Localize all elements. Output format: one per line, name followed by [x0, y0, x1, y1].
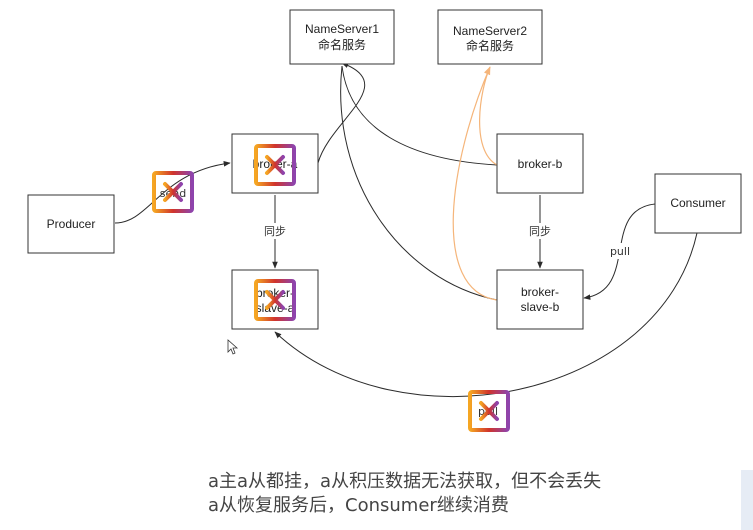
broker-slave-a-line2: slave-a — [256, 301, 295, 315]
caption-line-1: a主a从都挂，a从积压数据无法获取，但不会丢失 — [208, 471, 602, 492]
broker-slave-b-line2: slave-b — [521, 300, 560, 314]
consumer-label: Consumer — [670, 196, 725, 210]
node-broker-b: broker-b — [496, 133, 584, 194]
edge-broker-b-nameserver1 — [341, 65, 498, 166]
edge-slave-b-nameserver1 — [340, 65, 498, 301]
nameserver1-subtitle: 命名服务 — [318, 37, 366, 52]
x-mark-icon — [152, 171, 194, 213]
edge-slave-b-nameserver2 — [452, 66, 498, 301]
x-mark-icon — [468, 390, 510, 432]
pull-b-label: pull — [610, 245, 630, 258]
caption-line-2: a从恢复服务后，Consumer继续消费 — [208, 495, 509, 516]
node-consumer: Consumer — [654, 173, 742, 234]
side-thumbnail-strip — [741, 470, 753, 530]
nameserver1-title: NameServer1 — [305, 22, 379, 36]
x-mark-icon — [254, 144, 296, 186]
nameserver2-subtitle: 命名服务 — [466, 38, 514, 53]
x-mark-icon — [254, 279, 296, 321]
broker-b-label: broker-b — [518, 157, 563, 171]
edge-producer-broker-a — [114, 161, 231, 224]
node-nameserver2: NameServer2 命名服务 — [437, 9, 543, 65]
sync-a-label: 同步 — [264, 225, 286, 238]
edge-broker-a-nameserver1 — [317, 62, 366, 164]
node-nameserver1: NameServer1 命名服务 — [289, 9, 395, 65]
producer-label: Producer — [47, 217, 96, 231]
edge-broker-b-nameserver2 — [479, 66, 498, 166]
broker-slave-b-line1: broker- — [521, 285, 559, 299]
node-broker-slave-b: broker- slave-b — [496, 269, 584, 330]
node-producer: Producer — [27, 194, 115, 254]
broker-slave-a-line1: broker- — [256, 286, 294, 300]
caption: a主a从都挂，a从积压数据无法获取，但不会丢失 a从恢复服务后，Consumer… — [208, 470, 601, 518]
edge-consumer-slave-a — [274, 232, 698, 398]
sync-b-label: 同步 — [529, 225, 551, 238]
mouse-cursor-icon — [227, 339, 239, 355]
nameserver2-title: NameServer2 — [453, 24, 527, 38]
